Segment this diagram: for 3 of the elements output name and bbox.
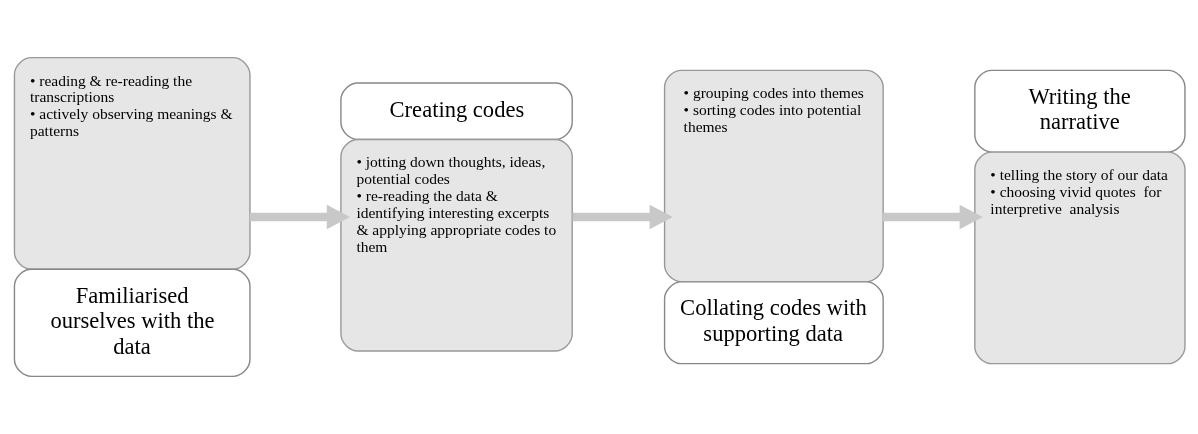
arrow (882, 204, 983, 230)
arrow (249, 204, 350, 230)
arrow (572, 204, 673, 230)
